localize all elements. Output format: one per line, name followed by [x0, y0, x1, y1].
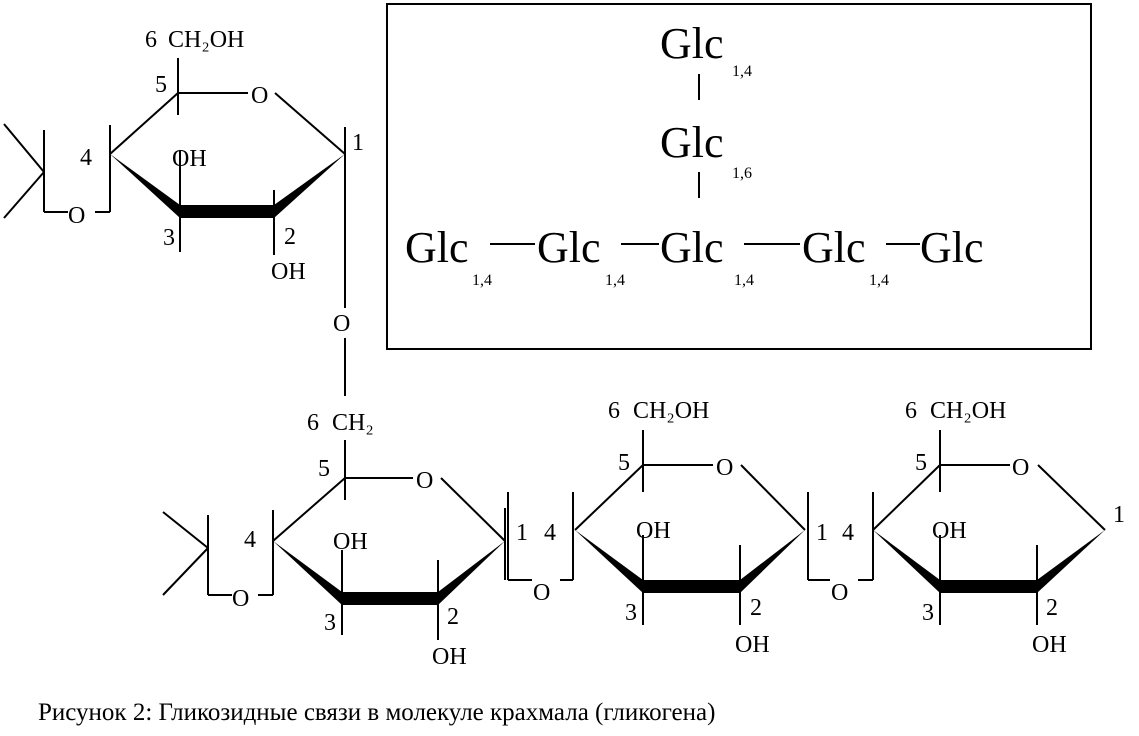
ch2-group: CH₂: [332, 410, 374, 436]
c4-number: 4: [244, 527, 256, 553]
link-oxygen: O: [831, 580, 848, 606]
ch2oh-group: CH₂OH: [633, 398, 709, 424]
oh-c2: OH: [432, 644, 467, 670]
ch2oh-group: CH₂OH: [930, 398, 1006, 424]
bridge-oxygen: O: [333, 311, 350, 337]
c3-number: 3: [625, 600, 637, 626]
glucose-ring-bottom-3: 6 CH₂OH 5 O OH 3 2 OH 1: [872, 398, 1125, 658]
c1-number: 1: [816, 520, 828, 546]
c6-number: 6: [905, 398, 917, 424]
c6-number: 6: [307, 410, 319, 436]
c1-number: 1: [516, 520, 528, 546]
link-oxygen: O: [232, 586, 249, 612]
link-1-6: 1,6: [732, 165, 752, 182]
c5-number: 5: [318, 456, 330, 482]
oh-c3: OH: [636, 518, 671, 544]
ring-oxygen: O: [716, 455, 733, 481]
c2-number: 2: [750, 595, 762, 621]
glc-chain-4: Glc: [802, 223, 866, 272]
glc-chain-2: Glc: [537, 223, 601, 272]
figure-caption: Рисунок 2: Гликозидные связи в молекуле …: [38, 699, 715, 726]
glucose-ring-top: 6 CH₂OH 5 O 4 1 OH 3 2 OH O: [3, 27, 364, 290]
c6-number: 6: [608, 398, 620, 424]
c2-number: 2: [447, 604, 459, 630]
link-1-4-top: 1,4: [732, 63, 752, 80]
link-oxygen: O: [533, 580, 550, 606]
oh-c3: OH: [172, 146, 207, 172]
c1-number: 1: [1113, 502, 1125, 528]
glycosidic-bridge-1-6: O 6 CH₂: [307, 290, 374, 436]
glc-chain-1: Glc: [405, 223, 469, 272]
glucose-ring-bottom-1: 5 O 4 1 OH 3 2 OH O: [162, 440, 528, 670]
glc-chain-3: Glc: [660, 223, 724, 272]
c4-number: 4: [842, 520, 854, 546]
ch2oh-group: CH₂OH: [168, 27, 244, 53]
ring-oxygen: O: [1012, 455, 1029, 481]
glc-chain-5: Glc: [920, 223, 984, 272]
c3-number: 3: [163, 225, 175, 251]
link-1-4-c: 1,4: [734, 272, 754, 289]
glycosidic-link-1-4-b: O 4: [807, 492, 874, 606]
c3-number: 3: [922, 600, 934, 626]
c5-number: 5: [915, 450, 927, 476]
c4-number: 4: [544, 520, 556, 546]
glycosidic-link-1-4-a: O 4: [507, 492, 574, 606]
c3-number: 3: [324, 610, 336, 636]
c5-number: 5: [155, 72, 167, 98]
c6-number: 6: [145, 27, 157, 53]
glc-branch-top: Glc: [660, 19, 724, 68]
schema-box: Glc 1,4 Glc 1,6 Glc 1,4 Glc 1,4 Glc 1,4 …: [386, 3, 1092, 350]
oh-c3: OH: [333, 529, 368, 555]
ring-oxygen: O: [416, 468, 433, 494]
c4-number: 4: [80, 145, 92, 171]
glucose-ring-bottom-2: 6 CH₂OH 5 O OH 3 2 OH 1: [574, 398, 828, 658]
c1-number: 1: [352, 130, 364, 156]
link-1-4-a: 1,4: [472, 272, 492, 289]
link-1-4-b: 1,4: [605, 272, 625, 289]
c2-number: 2: [1046, 595, 1058, 621]
oh-c2: OH: [735, 632, 770, 658]
ring-oxygen: O: [251, 83, 268, 109]
oh-c3: OH: [932, 518, 967, 544]
glc-branch-mid: Glc: [660, 118, 724, 167]
c2-number: 2: [284, 224, 296, 250]
oh-c2: OH: [1032, 632, 1067, 658]
link-oxygen: O: [68, 203, 85, 229]
link-1-4-d: 1,4: [869, 272, 889, 289]
oh-c2: OH: [271, 259, 306, 285]
c5-number: 5: [618, 450, 630, 476]
